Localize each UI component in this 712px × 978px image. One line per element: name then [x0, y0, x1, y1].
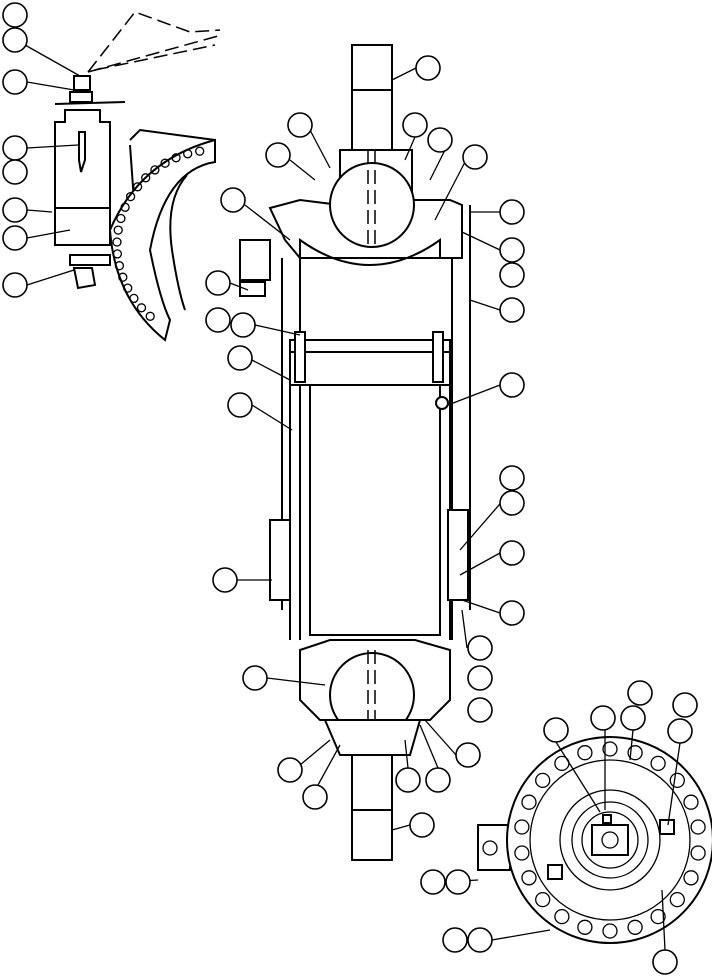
bolt-hole [112, 249, 123, 259]
bolt-hole [125, 191, 136, 202]
flange-bolt [602, 923, 618, 939]
flange-bolt [535, 891, 551, 908]
callout-bubble [2, 2, 28, 28]
bolt-hole [150, 165, 160, 175]
flange-bolt [690, 845, 706, 861]
bolt-hole [123, 283, 133, 293]
flange-bolt [683, 794, 699, 810]
bolt-hole [120, 202, 130, 212]
callout-bubble [499, 297, 525, 323]
flange-bolts [514, 741, 706, 939]
bolt-hole [141, 173, 151, 183]
callout-bubble [409, 812, 435, 838]
callout-bubble [2, 135, 28, 161]
flange-bolt [627, 919, 643, 935]
callout-bubble [445, 869, 471, 895]
flange-bolt [514, 845, 530, 861]
callout-bubble [462, 144, 488, 170]
callout-bubble [2, 225, 28, 251]
callout-bubble [672, 692, 698, 718]
bolt-hole [195, 146, 205, 156]
callout-bubble [230, 312, 256, 338]
flange-bolt [669, 891, 685, 908]
callout-bubble [590, 705, 616, 731]
bolt-hole [145, 311, 155, 321]
flange-bolt [690, 819, 706, 835]
callout-bubble [499, 199, 525, 225]
callout-bubble [499, 540, 525, 566]
cylinder-assembly [239, 44, 471, 861]
flange-bolt [577, 919, 593, 935]
callout-bubble [287, 112, 313, 138]
callout-bubble [467, 927, 493, 953]
flange-bolt [602, 741, 618, 757]
callout-bubble [227, 345, 253, 371]
callout-bubble [467, 635, 493, 661]
flange-bolt [650, 908, 666, 925]
flange-bolt [514, 819, 530, 835]
callout-bubble [499, 262, 525, 288]
bolt-holes [112, 146, 205, 321]
bolt-hole [132, 182, 143, 192]
callout-bubble [2, 27, 28, 53]
flange-bolt [521, 794, 537, 810]
bolt-hole [113, 225, 123, 235]
callout-bubble [499, 372, 525, 398]
bolt-hole [136, 303, 147, 313]
callout-bubble [220, 187, 246, 213]
callout-bubble [205, 307, 231, 333]
callout-bubble [620, 705, 646, 731]
callout-bubble [2, 69, 28, 95]
callout-bubble [2, 197, 28, 223]
callout-bubble [427, 127, 453, 153]
flange-bolt [577, 745, 593, 761]
flange-bolt [683, 870, 699, 886]
callout-bubble [467, 697, 493, 723]
flange-bolt [521, 870, 537, 886]
callout-bubble [499, 490, 525, 516]
callout-bubble [2, 272, 28, 298]
callout-bubble [265, 142, 291, 168]
callout-bubble [499, 600, 525, 626]
callout-bubble [2, 159, 28, 185]
callout-bubble [277, 757, 303, 783]
callout-bubble [442, 927, 468, 953]
callout-bubble [667, 718, 693, 744]
flange-bolt [627, 745, 643, 761]
callout-bubble [302, 784, 328, 810]
callout-bubble [395, 767, 421, 793]
callout-bubble [402, 112, 428, 138]
bolt-hole [129, 293, 139, 304]
callout-bubbles [2, 2, 698, 975]
callout-bubble [467, 665, 493, 691]
bolt-hole [171, 153, 181, 163]
bolt-hole [160, 158, 170, 168]
bolt-hole [114, 261, 125, 271]
flange-bolt [669, 772, 685, 789]
callout-bubble [499, 465, 525, 491]
flange-bolt [650, 755, 666, 772]
callout-bubble [212, 567, 238, 593]
callout-bubble [242, 665, 268, 691]
callout-bubble [652, 949, 678, 975]
callout-bubble [425, 767, 451, 793]
flange-section-detail [108, 128, 216, 342]
callout-bubble [543, 717, 569, 743]
bolt-hole [118, 272, 128, 282]
bolt-hole [183, 149, 193, 159]
callout-bubble [455, 742, 481, 768]
callout-bubble [420, 869, 446, 895]
bolt-hole [116, 213, 126, 224]
flange-bolt [554, 908, 570, 925]
flange-bolt [535, 772, 551, 789]
end-flange-view [477, 736, 712, 944]
callout-bubble [627, 680, 653, 706]
callout-bubble [499, 237, 525, 263]
sensor-assembly-detail [54, 11, 221, 290]
callout-bubble [415, 55, 441, 81]
callout-bubble [227, 392, 253, 418]
callout-bubble [205, 270, 231, 296]
bolt-hole [112, 237, 122, 247]
